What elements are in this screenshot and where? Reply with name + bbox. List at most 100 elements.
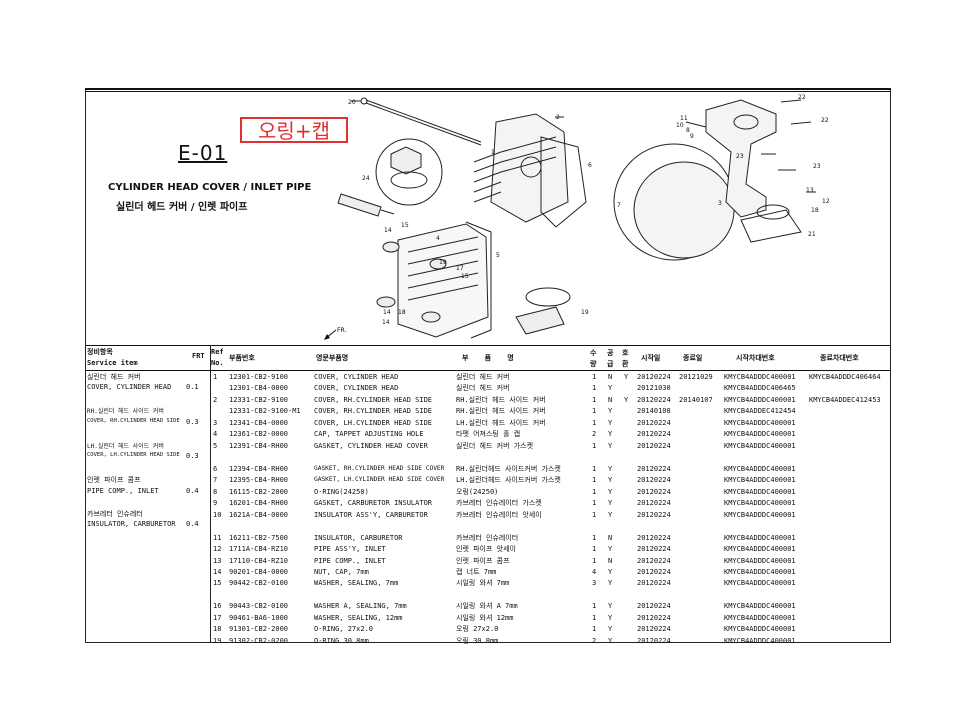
diagram-callout-label: 23 <box>813 163 821 170</box>
cell-qty: 2 <box>592 430 597 438</box>
cell-start-date: 20121030 <box>637 384 671 392</box>
cell-common: Y <box>608 637 613 645</box>
diagram-callout-label: 17 <box>456 265 464 272</box>
cell-name-en: COVER, CYLINDER HEAD <box>314 384 399 392</box>
cell-common: N <box>608 396 613 404</box>
cell-part-number: 16115-CB2-2000 <box>229 488 289 496</box>
cell-qty: 1 <box>592 625 597 633</box>
hdr-common-bottom: 급 <box>607 360 614 368</box>
cell-start-date: 20140108 <box>637 407 671 415</box>
hdr-part-no: 부품번호 <box>229 354 255 362</box>
table-divider <box>210 345 211 643</box>
cell-name-ko: 인렛 파이프 앗세이 <box>456 545 516 553</box>
cell-name-ko: RH.실린더헤드 사이드커버 가스켓 <box>456 465 561 473</box>
cell-qty: 1 <box>592 545 597 553</box>
diagram-callout-label: 20 <box>348 99 356 106</box>
cell-start-date: 20120224 <box>637 430 671 438</box>
cell-common: Y <box>608 499 613 507</box>
cell-part-number: 12341-CB4-0000 <box>229 419 289 427</box>
cell-name-ko: 실린더 헤드 커버 <box>456 373 510 381</box>
cell-name-ko: 오링(24250) <box>456 488 499 496</box>
cell-end-vin: KMYCB4ADDEC412453 <box>809 396 881 404</box>
cell-name-en: WASHER A, SEALING, 7mm <box>314 602 407 610</box>
diagram-callout-label: 8 <box>686 127 690 134</box>
cell-ref: 1 <box>213 373 218 381</box>
service-item-frt: 0.1 <box>186 383 199 391</box>
cell-start-date: 20120224 <box>637 545 671 553</box>
cell-start-date: 20120224 <box>637 476 671 484</box>
hdr-service-ko: 정비항목 <box>87 348 113 356</box>
cell-start-vin: KMYCB4ADDDC400001 <box>724 476 796 484</box>
cell-name-ko: 카브레터 인슈레이터 가스켓 <box>456 499 542 507</box>
cell-start-date: 20120224 <box>637 602 671 610</box>
cell-ref: 15 <box>213 579 222 587</box>
sheet-id: E-01 <box>178 141 228 165</box>
cell-name-en: NUT, CAP, 7mm <box>314 568 369 576</box>
diagram-callout-label: 4 <box>436 235 440 242</box>
cell-common: Y <box>608 465 613 473</box>
cell-ref: 5 <box>213 442 218 450</box>
hdr-ref-bottom: No. <box>211 359 224 367</box>
cell-start-date: 20120224 <box>637 442 671 450</box>
cell-start-vin: KMYCB4ADDDC400001 <box>724 419 796 427</box>
cell-start-vin: KMYCB4ADDDC400001 <box>724 579 796 587</box>
cell-name-en: GASKET, RH.CYLINDER HEAD SIDE COVER <box>314 465 445 472</box>
service-item-en: INSULATOR, CARBURETOR <box>87 520 176 528</box>
cell-start-date: 20120224 <box>637 511 671 519</box>
cell-ref: 11 <box>213 534 222 542</box>
cell-start-vin: KMYCB4ADDDC400001 <box>724 488 796 496</box>
hdr-qty-bottom: 량 <box>590 360 597 368</box>
cell-part-number: 90442-CB2-0100 <box>229 579 289 587</box>
cell-start-date: 20120224 <box>637 465 671 473</box>
cell-name-ko: RH.실린더 헤드 사이드 커버 <box>456 396 546 404</box>
cell-qty: 4 <box>592 568 597 576</box>
cell-qty: 1 <box>592 557 597 565</box>
cell-common: N <box>608 557 613 565</box>
cell-common: Y <box>608 511 613 519</box>
fr-label: FR. <box>337 327 346 334</box>
cell-part-number: 91302-CB2-0200 <box>229 637 289 645</box>
diagram-callout-label: 9 <box>690 133 694 140</box>
hdr-replace-top: 호 <box>622 349 629 357</box>
cell-qty: 1 <box>592 407 597 415</box>
cell-name-ko: LH.실린더 헤드 사이드 커버 <box>456 419 546 427</box>
hdr-start-date: 시작일 <box>641 354 661 362</box>
cell-part-number: 12391-CB4-RH00 <box>229 442 289 450</box>
cell-start-date: 20120224 <box>637 488 671 496</box>
cell-start-date: 20120224 <box>637 625 671 633</box>
service-item-en: PIPE COMP., INLET <box>87 487 159 495</box>
cell-start-date: 20120224 <box>637 373 671 381</box>
cell-name-en: WASHER, SEALING, 12mm <box>314 614 403 622</box>
cell-start-vin: KMYCB4ADDDC400001 <box>724 373 796 381</box>
cell-start-vin: KMYCB4ADDDC400001 <box>724 499 796 507</box>
cell-qty: 1 <box>592 419 597 427</box>
cell-qty: 1 <box>592 511 597 519</box>
cell-name-ko: 캡 너트 7mm <box>456 568 497 576</box>
hdr-end-date: 종료일 <box>683 354 703 362</box>
diagram-callout-label: 7 <box>617 202 621 209</box>
service-item-ko: 인렛 파이프 콤프 <box>87 476 141 484</box>
service-item-frt: 0.4 <box>186 520 199 528</box>
cell-qty: 1 <box>592 534 597 542</box>
cell-common: Y <box>608 384 613 392</box>
service-item-frt: 0.4 <box>186 487 199 495</box>
cell-name-ko: 카브레터 인슈레이터 <box>456 534 519 542</box>
diagram-callout-label: 3 <box>718 200 722 207</box>
diagram-callout-label: 14 <box>383 309 391 316</box>
cell-name-en: GASKET, LH.CYLINDER HEAD SIDE COVER <box>314 476 445 483</box>
diagram-callout-label: 19 <box>439 259 447 266</box>
cell-part-number: 12301-CB2-9100 <box>229 373 289 381</box>
cell-qty: 1 <box>592 384 597 392</box>
cell-replace: Y <box>624 373 629 381</box>
diagram-callout-label: 15 <box>461 273 469 280</box>
cell-part-number: 1621A-CB4-0000 <box>229 511 289 519</box>
diagram-callout-label: 19 <box>581 309 589 316</box>
cell-start-vin: KMYCB4ADDDC400001 <box>724 465 796 473</box>
service-item-frt: 0.3 <box>186 452 199 460</box>
diagram-callout-label: 14 <box>382 319 390 326</box>
cell-part-number: 12331-CB2-9100-M1 <box>229 407 301 415</box>
cell-part-number: 12301-CB4-0000 <box>229 384 289 392</box>
cell-common: Y <box>608 442 613 450</box>
cell-part-number: 16201-CB4-RH00 <box>229 499 289 507</box>
cell-ref: 13 <box>213 557 222 565</box>
